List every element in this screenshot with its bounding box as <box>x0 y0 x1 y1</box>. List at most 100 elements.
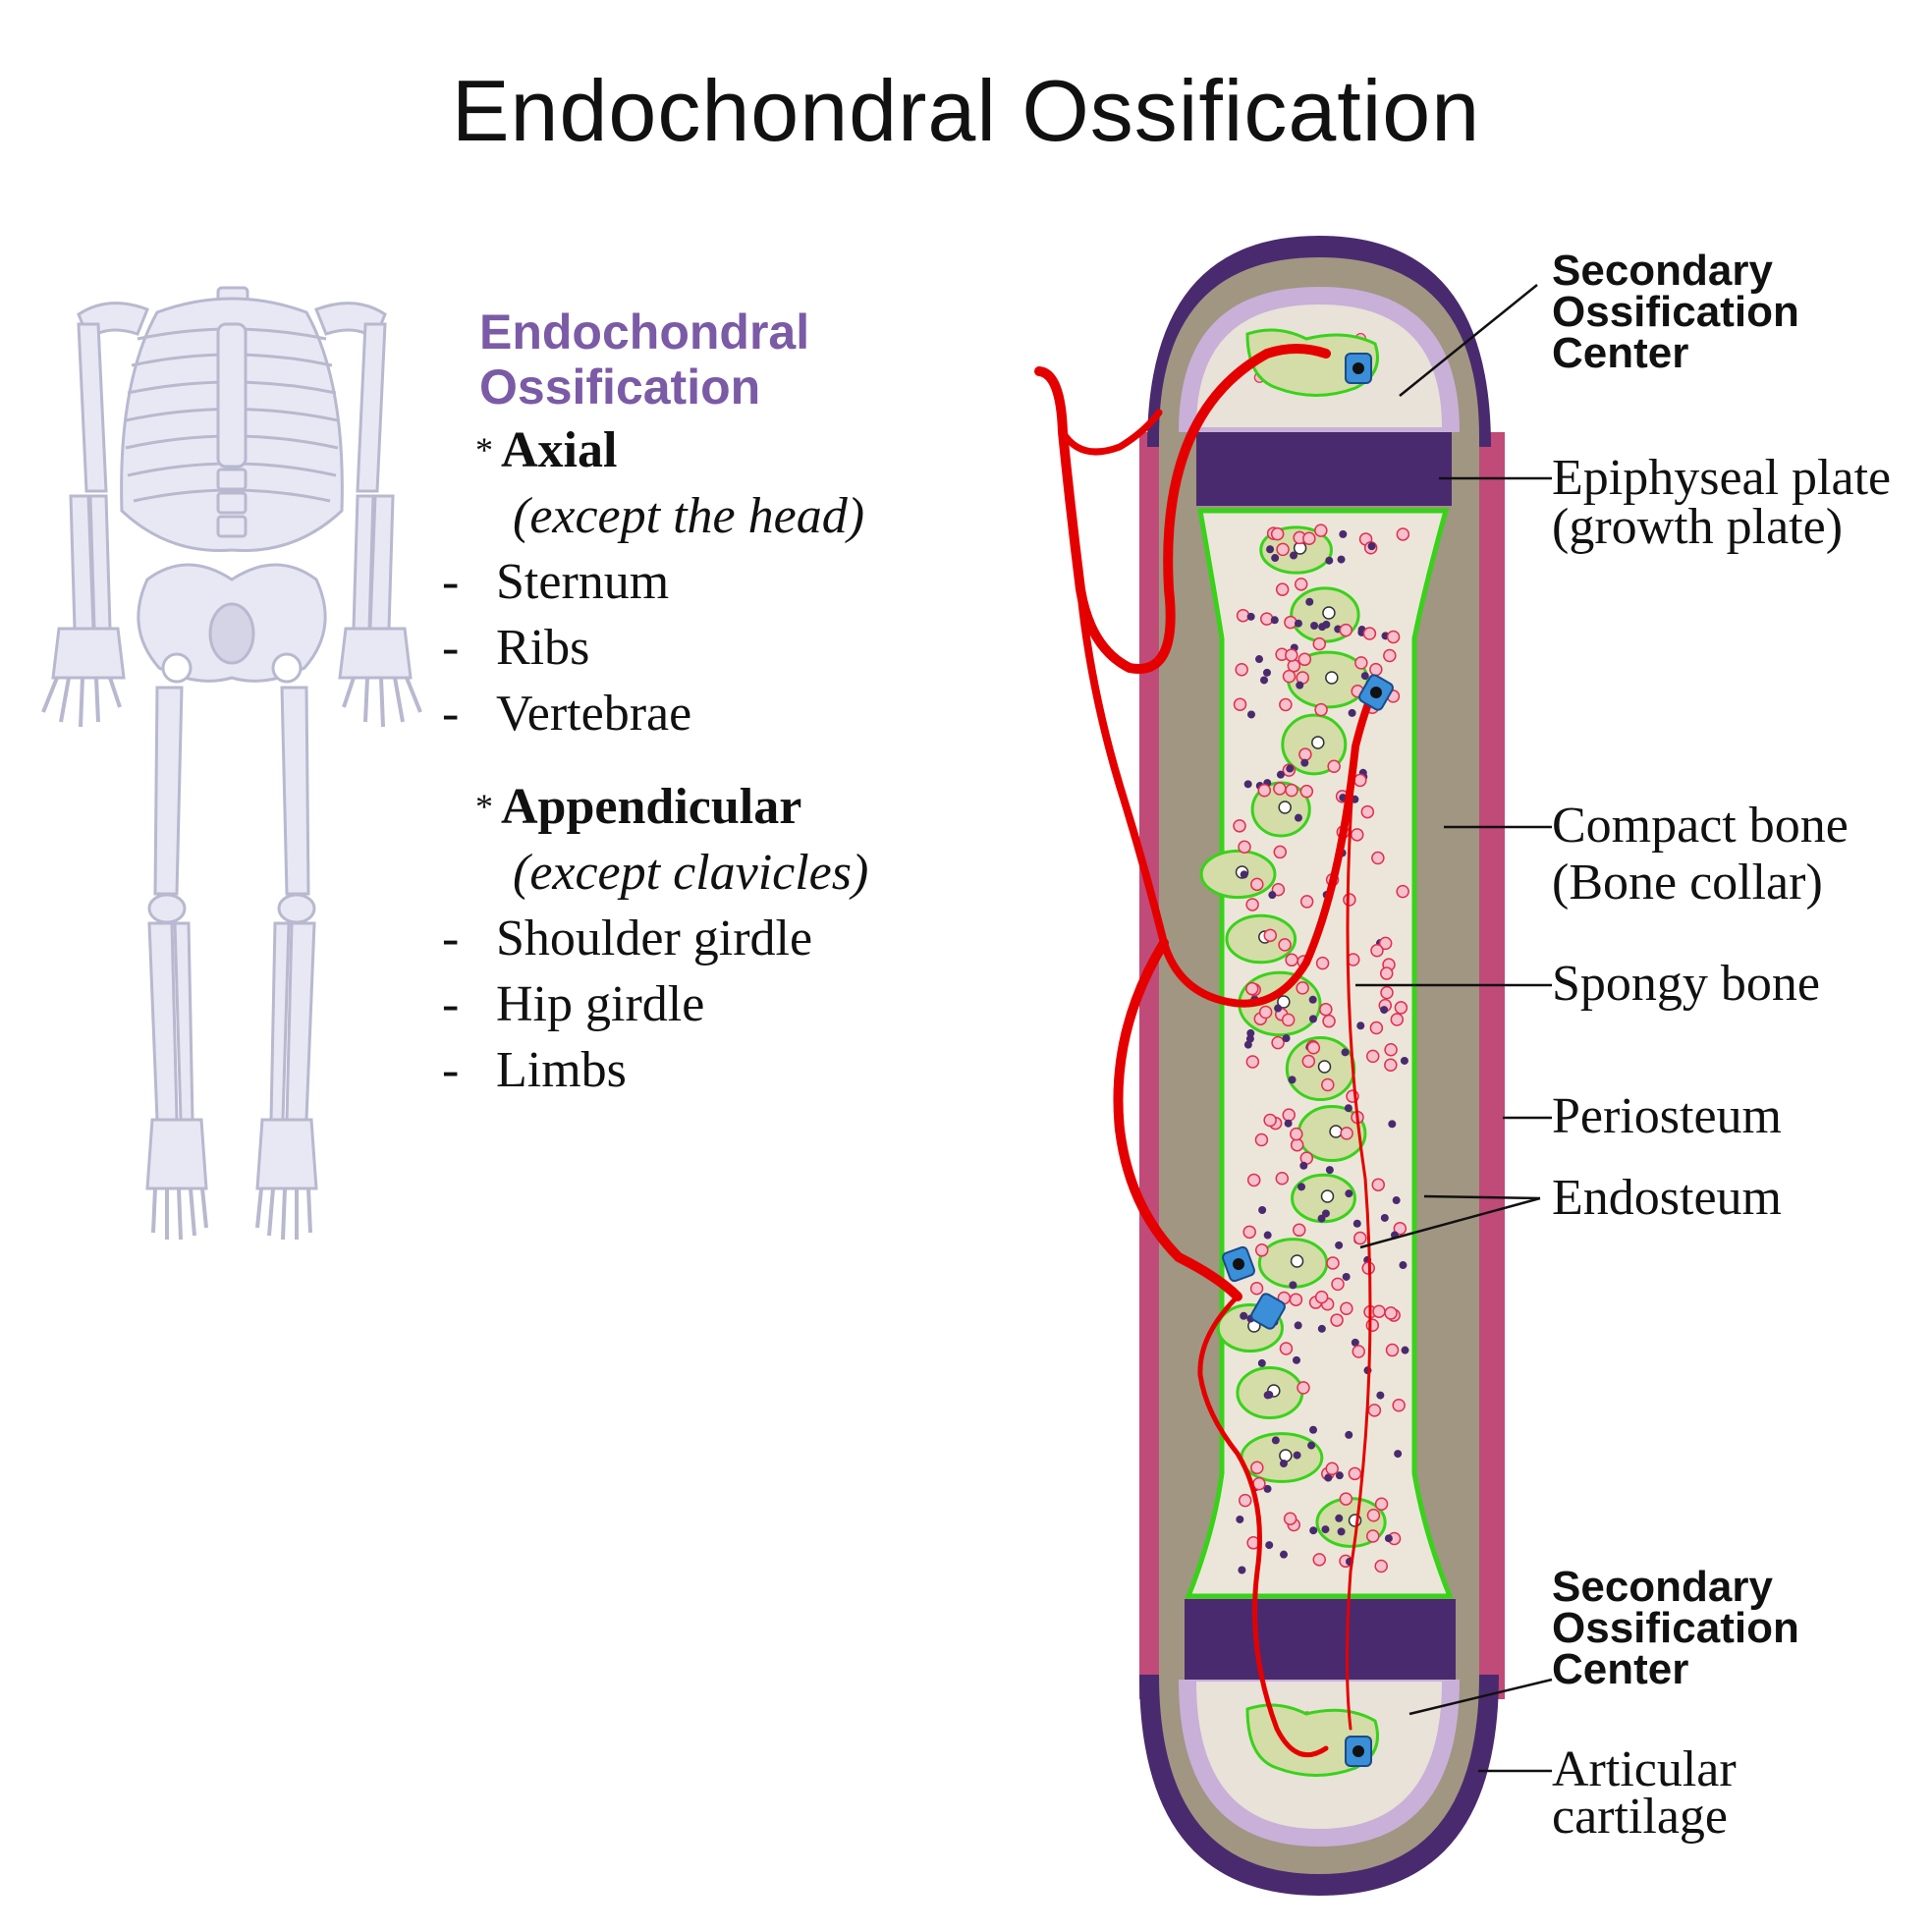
label-compact-1: Compact bone <box>1552 798 1849 854</box>
red-blood-cell <box>1273 782 1287 796</box>
red-blood-cell <box>1290 1137 1304 1152</box>
marrow-cell <box>1335 1471 1344 1480</box>
red-blood-cell <box>1394 1001 1408 1015</box>
marrow-cell <box>1384 1534 1393 1543</box>
list-item: -Sternum <box>442 554 670 610</box>
red-blood-cell <box>1362 627 1377 640</box>
red-blood-cell <box>1386 630 1401 644</box>
red-blood-cell <box>1372 1304 1386 1318</box>
osteocyte <box>1290 1254 1304 1268</box>
osteocyte <box>1311 736 1325 749</box>
marrow-cell <box>1309 1526 1318 1535</box>
red-blood-cell <box>1380 985 1394 1000</box>
marrow-cell <box>1238 1566 1246 1574</box>
red-blood-cell <box>1312 1553 1326 1567</box>
panel-heading-line1: Endochondral <box>479 304 810 359</box>
marrow-cell <box>1307 1441 1316 1450</box>
label-spongy: Spongy bone <box>1552 956 1820 1012</box>
red-blood-cell <box>1321 1077 1335 1092</box>
red-blood-cell <box>1340 1127 1353 1140</box>
red-blood-cell <box>1233 697 1247 711</box>
marrow-cell <box>1345 1430 1353 1439</box>
red-blood-cell <box>1245 898 1259 911</box>
label-periosteum: Periosteum <box>1552 1088 1782 1144</box>
red-blood-cell <box>1365 1318 1380 1332</box>
label-articular-2: cartilage <box>1552 1789 1728 1845</box>
red-blood-cell <box>1330 1313 1344 1327</box>
axial-note: (except the head) <box>513 488 865 544</box>
red-blood-cell <box>1314 1290 1329 1304</box>
red-blood-cell <box>1383 648 1397 663</box>
red-blood-cell <box>1325 1462 1339 1476</box>
red-blood-cell <box>1385 1343 1400 1357</box>
label-epiphyseal-2: (growth plate) <box>1552 499 1843 555</box>
marrow-cell <box>1258 1205 1267 1214</box>
marrow-cell <box>1266 545 1275 554</box>
red-blood-cell <box>1312 636 1327 651</box>
red-blood-cell <box>1238 1493 1252 1508</box>
marrow-cell <box>1348 708 1356 717</box>
red-blood-cell <box>1297 652 1312 667</box>
marrow-cell <box>1317 1324 1326 1333</box>
red-blood-cell <box>1294 578 1308 591</box>
marrow-cell <box>1399 1261 1408 1270</box>
marrow-cell <box>1260 676 1269 685</box>
marrow-cell <box>1246 612 1255 621</box>
marrow-cell <box>1325 1166 1334 1175</box>
red-blood-cell <box>1249 1282 1264 1296</box>
red-blood-cell <box>1392 1398 1406 1412</box>
red-blood-cell <box>1299 895 1314 909</box>
red-blood-cell <box>1331 1277 1345 1292</box>
label-secondary-top-3: Center <box>1552 329 1688 377</box>
marrow-cell <box>1240 1311 1248 1320</box>
red-blood-cell <box>1351 828 1364 842</box>
blood-vessels <box>1034 344 1379 1758</box>
red-blood-cell <box>1393 1222 1408 1236</box>
marrow-cell <box>1400 1056 1408 1065</box>
red-blood-cell <box>1297 1381 1310 1395</box>
marrow-cell <box>1265 1391 1274 1400</box>
marrow-cell <box>1300 758 1309 767</box>
marrow-cell <box>1308 1015 1317 1023</box>
marrow-cell <box>1254 655 1263 664</box>
red-blood-cell <box>1354 656 1368 670</box>
label-secondary-bottom-1: Secondary <box>1552 1563 1774 1611</box>
red-blood-cell <box>1365 1049 1380 1064</box>
red-blood-cell <box>1254 1243 1269 1257</box>
marrow-cell <box>1243 780 1252 789</box>
label-epiphyseal-1: Epiphyseal plate <box>1552 450 1891 506</box>
red-blood-cell <box>1353 1231 1367 1245</box>
red-blood-cell <box>1282 669 1297 684</box>
marrow-cell <box>1276 770 1285 779</box>
list-item: -Limbs <box>442 1042 627 1098</box>
marrow-cell <box>1294 619 1302 628</box>
skeleton-illustration <box>41 286 422 1241</box>
red-blood-cell <box>1322 1014 1336 1028</box>
osteocyte <box>1277 995 1291 1009</box>
red-blood-cell <box>1315 956 1330 970</box>
leader-lines <box>1355 284 1553 1773</box>
marrow-cell <box>1305 597 1314 606</box>
appendicular-note: (except clavicles) <box>513 845 869 901</box>
marrow-cell <box>1279 1460 1288 1468</box>
red-blood-cell <box>1285 953 1298 967</box>
red-blood-cell <box>1353 773 1367 788</box>
red-blood-cell <box>1319 1002 1333 1017</box>
red-blood-cell <box>1259 612 1274 626</box>
marrow-cell <box>1337 555 1346 564</box>
red-blood-cell <box>1296 981 1309 995</box>
marrow-cell <box>1268 891 1277 900</box>
osteocyte <box>1322 606 1336 620</box>
label-endosteum: Endosteum <box>1552 1170 1782 1226</box>
appendicular-heading: *Appendicular <box>475 779 802 835</box>
red-blood-cell <box>1283 1512 1297 1525</box>
epiphyseal-plate-top <box>1196 432 1452 506</box>
red-blood-cell <box>1298 747 1312 761</box>
red-blood-cell <box>1263 928 1278 943</box>
red-blood-cell <box>1314 524 1328 537</box>
axial-heading: *Axial <box>475 422 618 478</box>
page-title: Endochondral Ossification <box>451 62 1481 159</box>
red-blood-cell <box>1374 1497 1389 1511</box>
red-blood-cell <box>1275 1172 1290 1186</box>
marrow-cell <box>1310 622 1319 631</box>
